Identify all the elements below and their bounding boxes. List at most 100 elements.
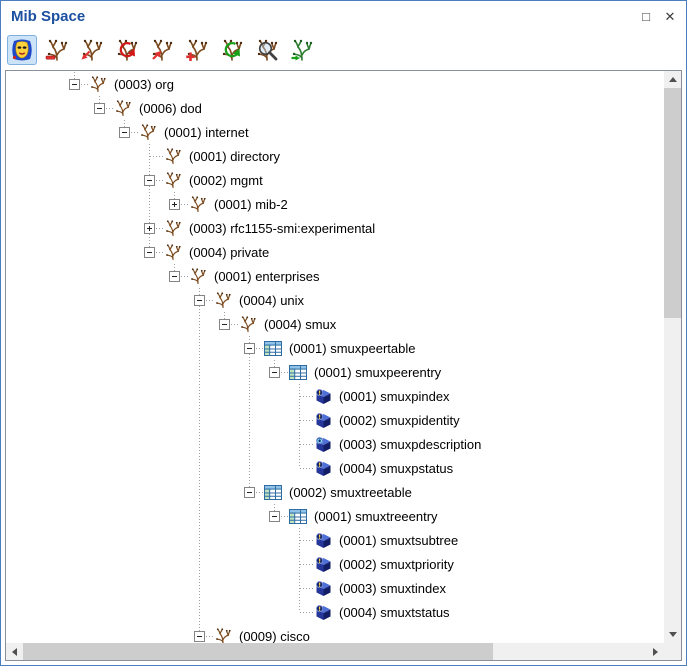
- tree-guide: [112, 504, 137, 528]
- find-node-button[interactable]: [252, 35, 282, 65]
- tree-guide: [187, 336, 212, 360]
- collapse-minus-icon[interactable]: [269, 367, 280, 378]
- mib-leaf-icon: O: [313, 434, 333, 454]
- tree-node-label[interactable]: (0001) smuxpeertable: [289, 340, 416, 356]
- tree-row: (0003) rfc1155-smi:experimental: [6, 216, 664, 240]
- mib-masks-button[interactable]: [7, 35, 37, 65]
- tree-guide: [87, 120, 112, 144]
- scroll-up-button[interactable]: [664, 71, 681, 88]
- tree-node-label[interactable]: (0004) unix: [239, 292, 305, 308]
- tree-guide: [112, 264, 137, 288]
- scroll-right-button[interactable]: [647, 643, 664, 660]
- tree-guide: [262, 552, 287, 576]
- tree-node-label[interactable]: (0004) smuxpstatus: [339, 460, 454, 476]
- expand-plus-icon[interactable]: [169, 199, 180, 210]
- tree-node-label[interactable]: (0001) smuxpindex: [339, 388, 450, 404]
- maximize-button[interactable]: □: [642, 8, 650, 24]
- collapse-minus-icon[interactable]: [244, 343, 255, 354]
- tree-node-label[interactable]: (0002) smuxtpriority: [339, 556, 454, 572]
- tree-guide: [62, 456, 87, 480]
- horizontal-scrollbar-thumb[interactable]: [23, 643, 493, 660]
- branch-icon: [163, 146, 183, 166]
- mib-tree-panel: (0003) org (0006) dod (0001) internet (0001…: [5, 70, 682, 661]
- collapse-minus-icon[interactable]: [194, 631, 205, 642]
- tree-guide: [112, 144, 137, 168]
- branch-icon: [188, 194, 208, 214]
- scroll-down-button[interactable]: [664, 626, 681, 643]
- collapse-minus-icon[interactable]: [94, 103, 105, 114]
- tree-guide: [212, 336, 237, 360]
- branch-edit-icon: [80, 38, 104, 62]
- tree-guide: [212, 432, 237, 456]
- tree-node-label[interactable]: (0003) org: [114, 76, 174, 92]
- tree-node-label[interactable]: (0001) enterprises: [214, 268, 320, 284]
- add-node-button[interactable]: [182, 35, 212, 65]
- vertical-scrollbar[interactable]: [664, 71, 681, 643]
- refresh-tree-button[interactable]: [217, 35, 247, 65]
- import-node-button[interactable]: [147, 35, 177, 65]
- horizontal-scrollbar[interactable]: [6, 643, 664, 660]
- tree-node-label[interactable]: (0004) smuxtstatus: [339, 604, 450, 620]
- tree-node-label[interactable]: (0001) mib-2: [214, 196, 288, 212]
- tree-node-label[interactable]: (0004) private: [189, 244, 270, 260]
- svg-text:!: !: [318, 533, 321, 541]
- tree-row: ! (0001) smuxpindex: [6, 384, 664, 408]
- tree-guide: [87, 312, 112, 336]
- close-button[interactable]: ✕: [664, 8, 676, 24]
- reload-mib-button[interactable]: [112, 35, 142, 65]
- tree-node-label[interactable]: (0003) smuxtindex: [339, 580, 446, 596]
- unload-mib-button[interactable]: [42, 35, 72, 65]
- tree-connector: [162, 192, 190, 216]
- tree-row: O (0003) smuxpdescription: [6, 432, 664, 456]
- tree-row: (0004) unix: [6, 288, 664, 312]
- tree-guide: [137, 624, 162, 643]
- tree-node-label[interactable]: (0003) rfc1155-smi:experimental: [189, 220, 376, 236]
- tree-row: (0003) org: [6, 72, 664, 96]
- load-mib-button[interactable]: [287, 35, 317, 65]
- tree-guide: [62, 120, 87, 144]
- tree-connector: [287, 456, 315, 480]
- tree-guide: [112, 552, 137, 576]
- svg-text:!: !: [318, 389, 321, 397]
- vertical-scrollbar-thumb[interactable]: [664, 88, 681, 318]
- branch-icon: [238, 314, 258, 334]
- tree-guide: [62, 144, 87, 168]
- tree-node-label[interactable]: (0006) dod: [139, 100, 202, 116]
- tree-guide: [62, 192, 87, 216]
- tree-guide: [112, 288, 137, 312]
- collapse-minus-icon[interactable]: [119, 127, 130, 138]
- edit-node-button[interactable]: [77, 35, 107, 65]
- tree-node-label[interactable]: (0004) smux: [264, 316, 337, 332]
- tree-row: (0001) smuxtreeentry: [6, 504, 664, 528]
- tree-guide: [112, 192, 137, 216]
- tree-node-label[interactable]: (0002) smuxpidentity: [339, 412, 460, 428]
- tree-connector: [112, 120, 140, 144]
- collapse-minus-icon[interactable]: [144, 247, 155, 258]
- tree-guide: [212, 600, 237, 624]
- collapse-minus-icon[interactable]: [169, 271, 180, 282]
- tree-node-label[interactable]: (0002) mgmt: [189, 172, 263, 188]
- collapse-minus-icon[interactable]: [269, 511, 280, 522]
- tree-guide: [112, 240, 137, 264]
- tree-node-label[interactable]: (0001) directory: [189, 148, 281, 164]
- tree-guide: [162, 504, 187, 528]
- tree-node-label[interactable]: (0001) internet: [164, 124, 249, 140]
- collapse-minus-icon[interactable]: [219, 319, 230, 330]
- tree-guide: [62, 624, 87, 643]
- collapse-minus-icon[interactable]: [69, 79, 80, 90]
- tree-guide: [237, 432, 262, 456]
- tree-guide: [137, 552, 162, 576]
- tree-guide: [187, 432, 212, 456]
- tree-node-label[interactable]: (0001) smuxtreeentry: [314, 508, 438, 524]
- arrow-up-icon: [668, 77, 677, 82]
- collapse-minus-icon[interactable]: [144, 175, 155, 186]
- collapse-minus-icon[interactable]: [244, 487, 255, 498]
- tree-node-label[interactable]: (0003) smuxpdescription: [339, 436, 482, 452]
- tree-node-label[interactable]: (0001) smuxtsubtree: [339, 532, 459, 548]
- tree-node-label[interactable]: (0009) cisco: [239, 628, 310, 644]
- scroll-left-button[interactable]: [6, 643, 23, 660]
- collapse-minus-icon[interactable]: [194, 295, 205, 306]
- tree-node-label[interactable]: (0001) smuxpeerentry: [314, 364, 442, 380]
- expand-plus-icon[interactable]: [144, 223, 155, 234]
- tree-node-label[interactable]: (0002) smuxtreetable: [289, 484, 412, 500]
